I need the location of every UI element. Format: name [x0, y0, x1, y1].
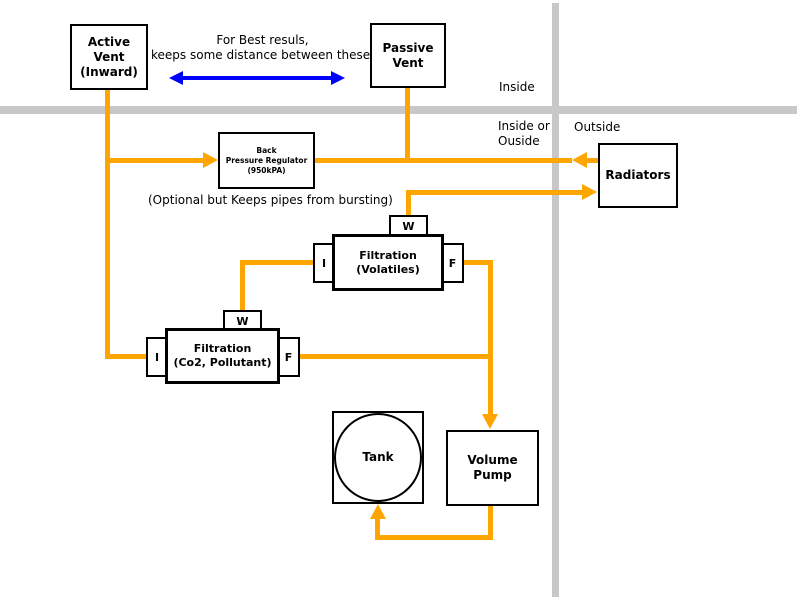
bpr-line2: Pressure Regulator — [225, 155, 308, 165]
pipe-to-regulator — [105, 158, 203, 163]
arrowhead-into-pump-icon — [482, 414, 498, 429]
filtration-volatiles-line2: (Volatiles) — [356, 262, 420, 276]
pipe-active-vent-down — [105, 89, 110, 359]
volume-pump-line1: Volume — [467, 453, 518, 467]
filtration-volatiles-line1: Filtration — [359, 248, 417, 262]
volatiles-outlet-tab-label: F — [448, 256, 457, 270]
volatiles-outlet-tab: F — [441, 243, 464, 283]
inside-divider-horizontal — [0, 106, 797, 114]
back-pressure-regulator-node: Back Pressure Regulator (950kPA) — [218, 132, 315, 189]
pipe-volatiles-waste-up — [406, 192, 411, 216]
active-vent-line3: (Inward) — [80, 64, 138, 79]
active-vent-line2: Vent — [93, 49, 125, 64]
co2-inlet-tab-label: I — [154, 350, 160, 364]
volatiles-waste-tab: W — [389, 215, 428, 237]
distance-note-line1: For Best resuls, — [216, 33, 309, 47]
active-vent-line1: Active — [87, 34, 131, 49]
pipe-regulator-to-radiators — [315, 158, 572, 163]
pipe-passive-vent-down — [405, 88, 410, 163]
distance-note-line2: keeps some distance between these. — [151, 48, 374, 62]
pipe-co2-waste-to-volatiles-inlet — [240, 260, 313, 265]
pipe-pump-to-tank — [375, 535, 493, 540]
distance-arrow-left-head-icon — [169, 71, 183, 85]
co2-outlet-tab-label: F — [284, 350, 293, 364]
passive-vent-line1: Passive — [382, 40, 434, 55]
volume-pump-node: Volume Pump — [446, 430, 539, 506]
tank-label: Tank — [362, 450, 394, 464]
passive-vent-node: Passive Vent — [370, 23, 446, 88]
arrowhead-from-radiators-icon — [572, 152, 587, 168]
bpr-line1: Back — [256, 145, 277, 155]
active-vent-node: Active Vent (Inward) — [70, 24, 148, 90]
pipe-co2-waste-up — [240, 262, 245, 311]
filtration-co2-line1: Filtration — [193, 342, 252, 355]
inside-or-ouside-line2: Ouside — [498, 134, 540, 148]
bpr-line3: (950kPA) — [247, 165, 286, 175]
volume-pump-line2: Pump — [473, 468, 512, 482]
pipe-active-vent-to-co2-inlet — [105, 354, 146, 359]
pipe-pump-down — [488, 506, 493, 540]
radiators-node: Radiators — [598, 143, 678, 208]
filtration-volatiles-node: Filtration (Volatiles) — [332, 234, 444, 291]
passive-vent-line2: Vent — [392, 55, 424, 70]
outside-label: Outside — [574, 120, 621, 134]
pipe-volatiles-outlet — [463, 260, 490, 265]
filtration-co2-line2: (Co2, Pollutant) — [173, 356, 272, 369]
outside-divider-vertical — [552, 3, 559, 597]
distance-arrow-shaft — [181, 76, 332, 80]
co2-inlet-tab: I — [146, 337, 168, 377]
arrowhead-into-tank-icon — [370, 504, 386, 519]
volatiles-waste-tab-label: W — [402, 219, 415, 233]
inside-label: Inside — [499, 80, 535, 94]
filtration-co2-node: Filtration (Co2, Pollutant) — [165, 328, 280, 384]
co2-waste-tab-label: W — [236, 314, 249, 328]
tank-node: Tank — [332, 411, 424, 504]
radiators-label: Radiators — [605, 168, 671, 182]
inside-or-ouside-label: Inside or Ouside — [498, 119, 550, 149]
co2-waste-tab: W — [223, 310, 262, 332]
pipe-down-to-pump — [488, 260, 493, 414]
inside-or-ouside-line1: Inside or — [498, 119, 550, 133]
pipe-co2-outlet — [299, 354, 491, 359]
co2-outlet-tab: F — [277, 337, 300, 377]
tank-circle — [334, 413, 422, 502]
volatiles-inlet-tab-label: I — [321, 256, 327, 270]
optional-note: (Optional but Keeps pipes from bursting) — [148, 193, 393, 207]
distance-note: For Best resuls, keeps some distance bet… — [145, 33, 380, 63]
pipe-tank-up — [375, 519, 380, 540]
arrowhead-into-radiators-icon — [582, 184, 597, 200]
pipe-volatiles-waste-to-radiators — [406, 190, 582, 195]
arrowhead-into-regulator-icon — [203, 152, 218, 168]
pipe-radiators-return-stub — [587, 158, 598, 163]
distance-arrow-right-head-icon — [331, 71, 345, 85]
